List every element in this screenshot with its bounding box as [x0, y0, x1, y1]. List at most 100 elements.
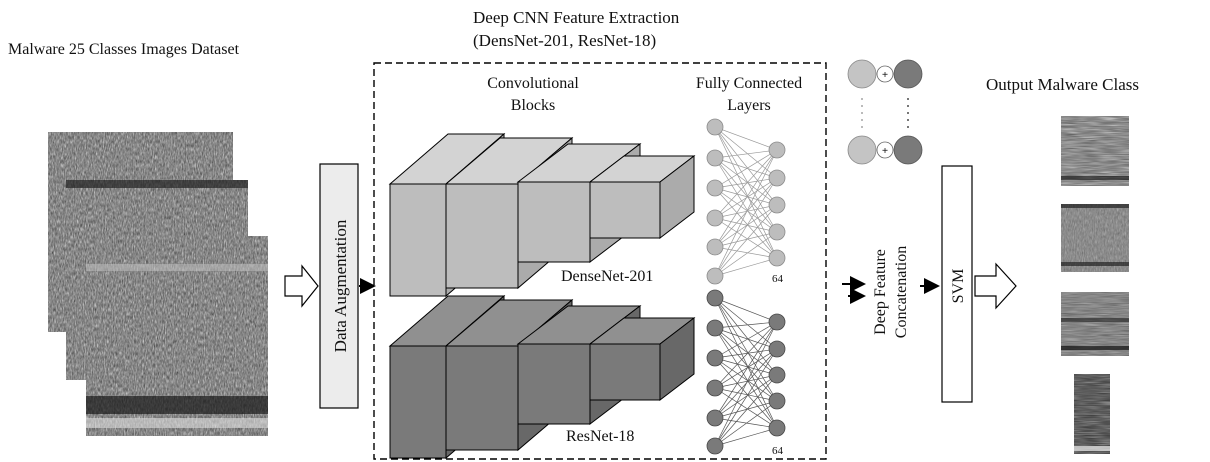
hollow-right-arrow-icon — [284, 264, 319, 308]
feature-extraction-title: Deep CNN Feature Extraction — [473, 8, 680, 27]
fc-connection — [714, 348, 778, 359]
conv-block-front — [589, 181, 661, 239]
resnet-conv-blocks — [388, 294, 696, 460]
fc-connection — [714, 157, 778, 179]
fc-connection — [714, 297, 778, 376]
fc-neuron — [768, 392, 786, 410]
conv-block-front — [389, 183, 447, 297]
concatenation-circles-icon: + + — [847, 59, 923, 165]
fc-connection — [714, 297, 778, 429]
densenet-conv-blocks — [388, 132, 696, 298]
output-image — [1061, 204, 1129, 272]
fc-connection — [714, 297, 778, 402]
fc-connection — [714, 327, 778, 402]
plus-symbol: + — [882, 69, 888, 81]
fc-neuron — [768, 196, 786, 214]
fc-connection — [714, 157, 778, 206]
densenet-fc-size: 64 — [772, 273, 784, 285]
fc-connection — [714, 321, 778, 389]
conv-block-front — [517, 181, 591, 263]
fc-connection — [714, 400, 778, 419]
fc-neuron — [768, 223, 786, 241]
fc-neuron — [706, 319, 724, 337]
fc-connection — [714, 231, 778, 248]
fc-connection — [714, 126, 778, 179]
conv-block — [588, 316, 696, 402]
fc-connection — [714, 187, 778, 206]
fc-neuron — [768, 340, 786, 358]
fc-layers-label-line2: Layers — [727, 97, 771, 114]
fc-connection — [714, 321, 778, 419]
fc-neuron — [706, 149, 724, 167]
fc-connection — [714, 327, 778, 429]
output-image — [1061, 116, 1129, 186]
fc-neuron — [706, 289, 724, 307]
fc-connection — [714, 187, 778, 233]
fc-connection — [714, 177, 778, 277]
fc-connection — [714, 321, 778, 329]
svm-label: SVM — [950, 269, 967, 304]
svm-box — [941, 165, 973, 403]
fc-connection — [714, 204, 778, 277]
output-image — [1061, 292, 1129, 356]
fc-neuron — [768, 313, 786, 331]
resnet-fc-layers — [706, 289, 786, 455]
conv-block-front — [517, 343, 591, 425]
fc-connection — [714, 374, 778, 447]
conv-blocks-label-line2: Blocks — [511, 97, 555, 114]
fc-neuron — [706, 209, 724, 227]
fc-layers-label-line1: Fully Connected — [696, 75, 802, 92]
fc-connection — [714, 257, 778, 277]
fc-connection — [714, 187, 778, 259]
augmentation-box — [319, 163, 359, 409]
fc-connection — [714, 374, 778, 389]
fc-connection — [714, 357, 778, 429]
dataset-label: Malware 25 Classes Images Dataset — [8, 41, 240, 58]
densenet-label: DenseNet-201 — [561, 268, 653, 285]
fc-connection — [714, 157, 778, 233]
fc-connection — [714, 231, 778, 277]
fc-connection — [714, 374, 778, 419]
augmentation-label: Data Augmentation — [331, 219, 350, 352]
fc-connection — [714, 177, 778, 189]
conv-block-front — [445, 345, 519, 451]
plus-symbol: + — [882, 145, 888, 157]
fc-neuron — [706, 437, 724, 455]
conv-block-front — [589, 343, 661, 401]
fc-connection — [714, 400, 778, 447]
fc-connection — [714, 157, 778, 259]
fc-connection — [714, 246, 778, 259]
fc-connection — [714, 297, 778, 323]
fc-connection — [714, 149, 778, 189]
fc-connection — [714, 204, 778, 248]
fc-connection — [714, 321, 778, 447]
fc-connection — [714, 348, 778, 389]
resnet-fc-size: 64 — [772, 445, 784, 457]
fc-connection — [714, 149, 778, 277]
resnet-label: ResNet-18 — [566, 428, 634, 445]
fc-connection — [714, 348, 778, 447]
fc-neuron — [706, 349, 724, 367]
fc-connection — [714, 126, 778, 206]
conv-blocks-label-line1: Convolutional — [487, 75, 579, 92]
fc-neuron — [706, 118, 724, 136]
cnn-feature-extraction-box — [373, 62, 827, 460]
fc-connection — [714, 149, 778, 248]
fc-connection — [714, 357, 778, 402]
output-image — [1074, 374, 1110, 454]
fc-connection — [714, 327, 778, 376]
fc-neuron — [706, 179, 724, 197]
fc-neuron — [768, 249, 786, 267]
fc-neuron — [706, 379, 724, 397]
fc-connection — [714, 126, 778, 259]
dataset-image-stack — [48, 132, 268, 436]
feature-extraction-subtitle: (DensNet-201, ResNet-18) — [473, 31, 656, 50]
fc-connection — [714, 321, 778, 359]
fc-connection — [714, 427, 778, 447]
fc-neuron — [706, 238, 724, 256]
fc-connection — [714, 357, 778, 376]
fc-connection — [714, 126, 778, 151]
fc-connection — [714, 217, 778, 233]
fc-connection — [714, 126, 778, 233]
fc-connection — [714, 417, 778, 429]
